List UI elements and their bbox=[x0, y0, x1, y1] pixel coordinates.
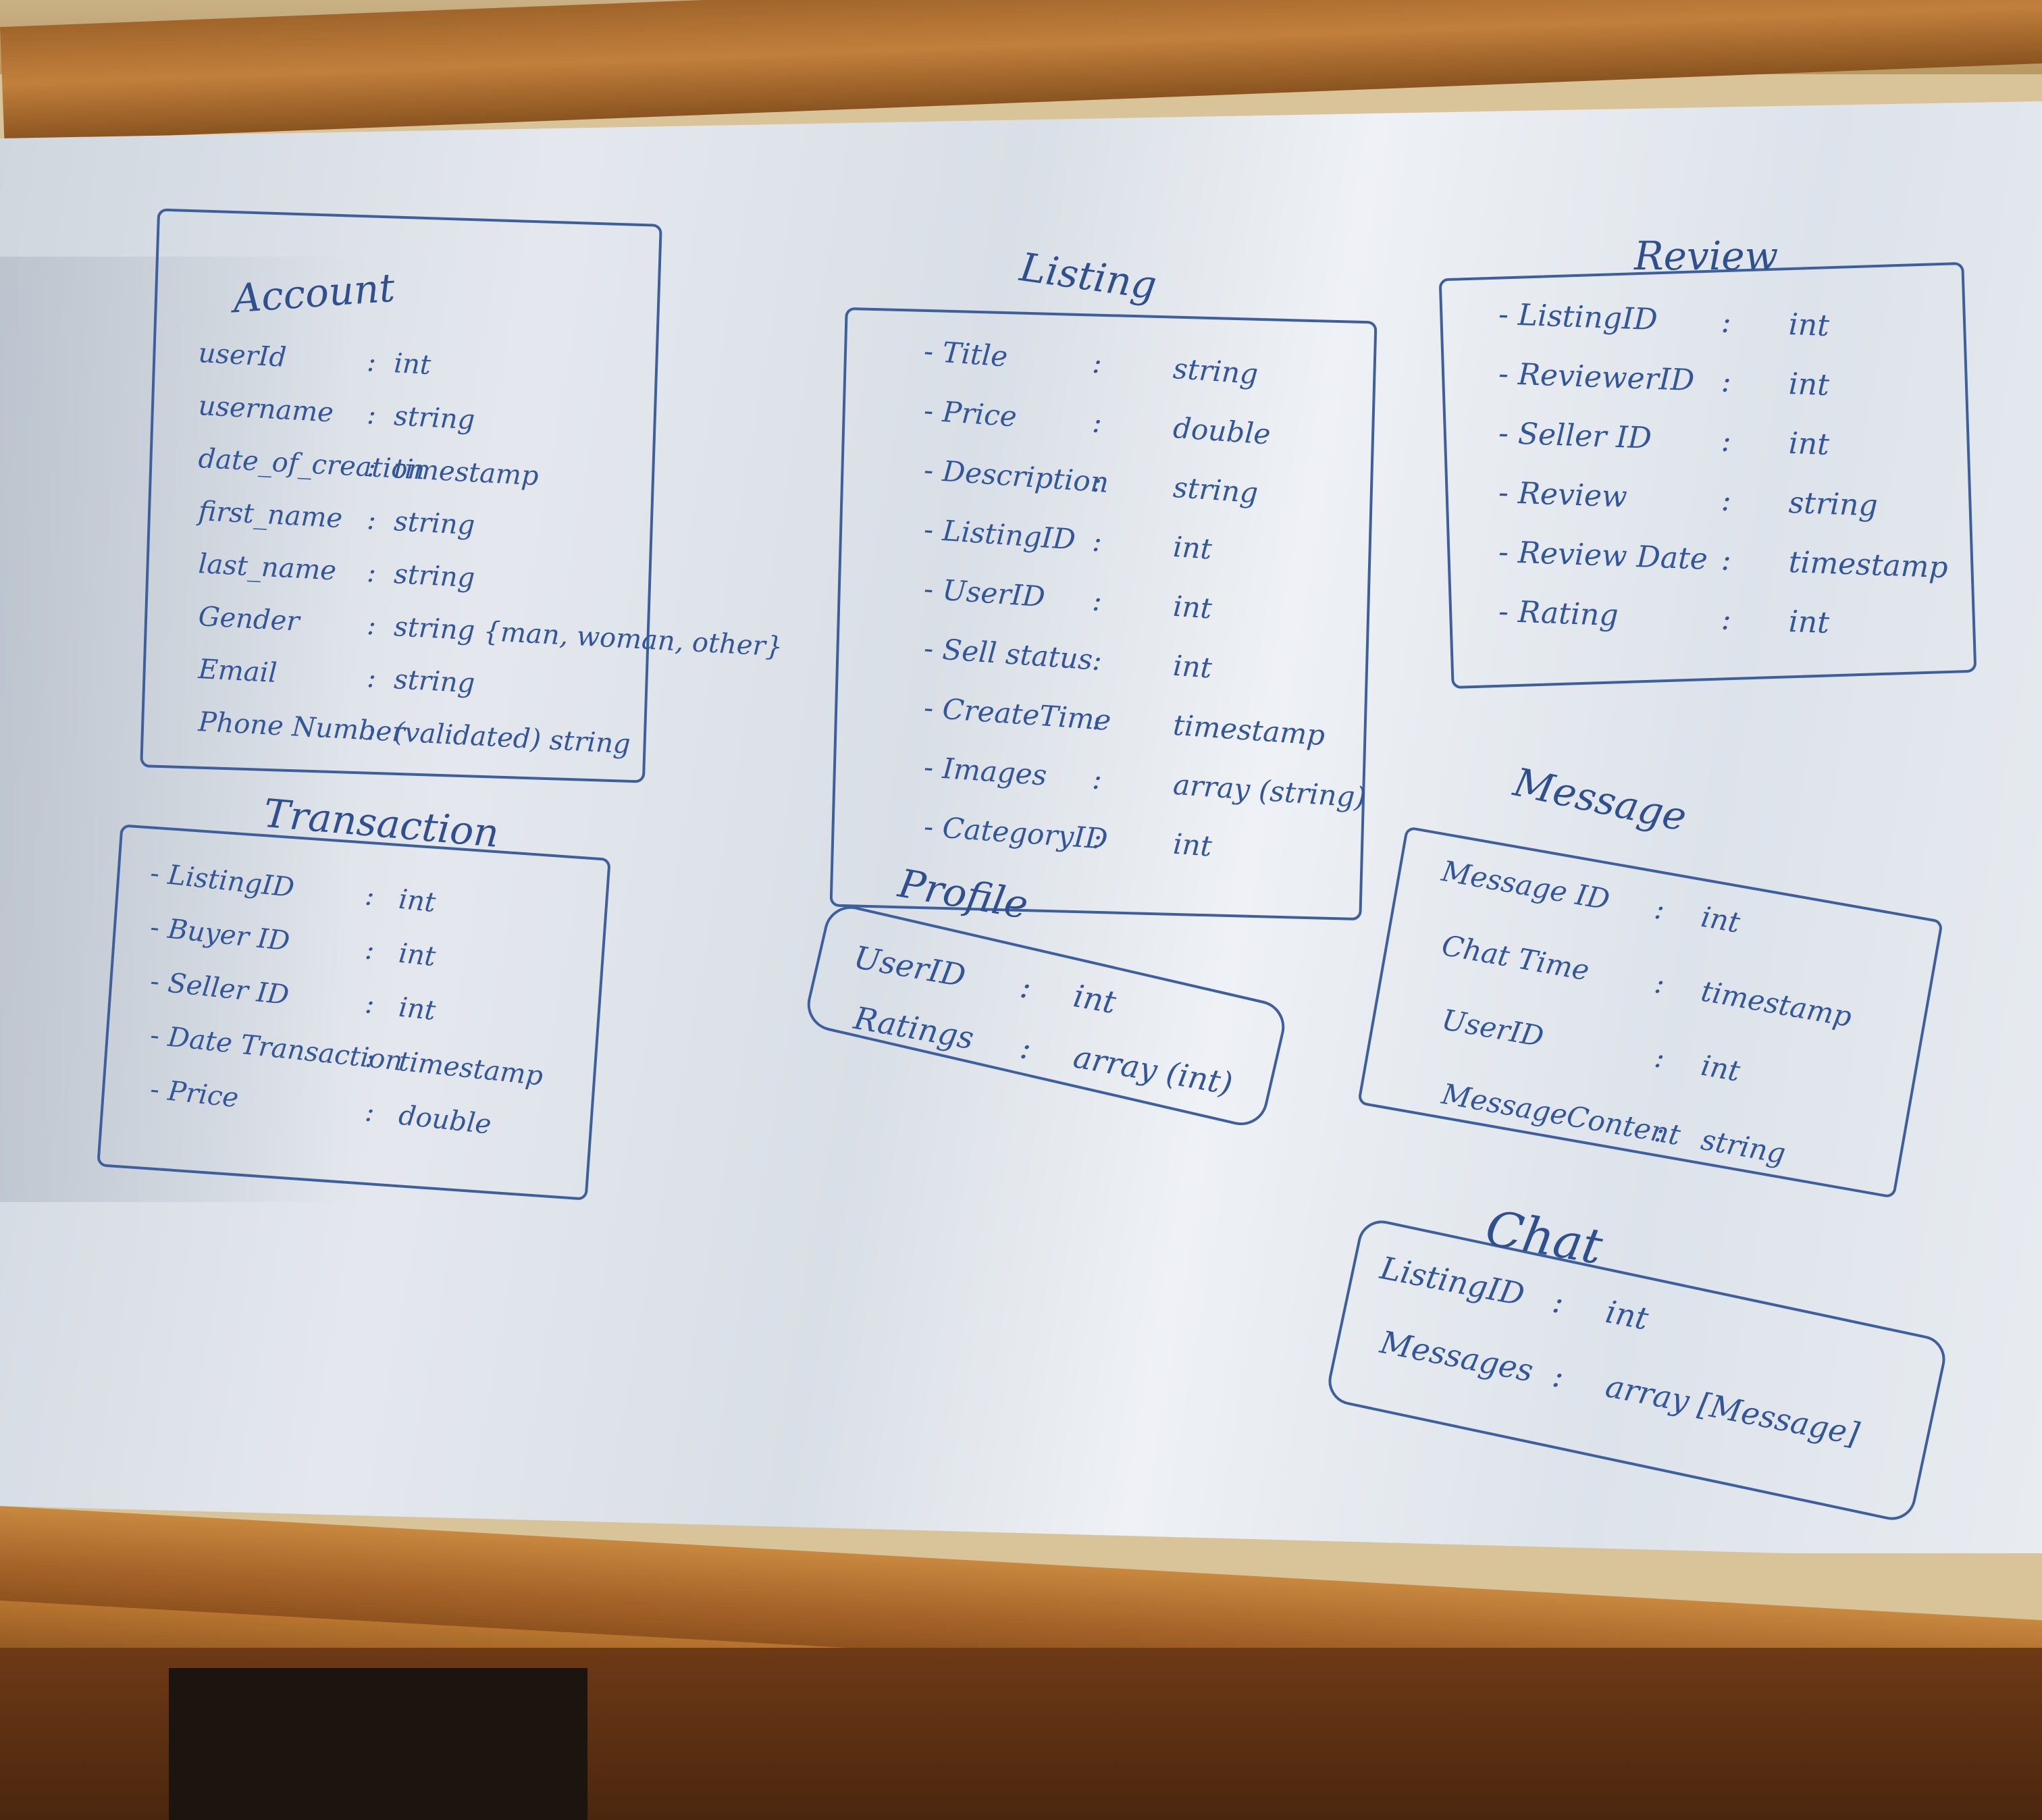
cabinet-opening bbox=[169, 1668, 587, 1820]
field-type: int bbox=[1172, 589, 1213, 625]
field-name: - Rating bbox=[1498, 594, 1619, 633]
field-type: int bbox=[397, 991, 438, 1027]
field-name: - Title bbox=[922, 334, 1009, 373]
field-type: string bbox=[393, 558, 476, 594]
field-type: int bbox=[1602, 1293, 1652, 1337]
entity-title-review: Review bbox=[1634, 233, 1779, 279]
field-type: int bbox=[1787, 426, 1830, 463]
field-type: int bbox=[1787, 307, 1830, 344]
field-separator: : bbox=[366, 504, 377, 536]
field-name: - ReviewerID bbox=[1498, 357, 1696, 398]
field-separator: : bbox=[1721, 423, 1732, 459]
field-name: - Review bbox=[1498, 475, 1628, 515]
field-type: double bbox=[1172, 411, 1272, 451]
field-type: int bbox=[397, 883, 438, 919]
field-separator: : bbox=[366, 557, 377, 589]
field-separator: : bbox=[366, 662, 377, 694]
field-type: int bbox=[1787, 367, 1830, 403]
field-type: string bbox=[393, 400, 476, 436]
field-name: - Seller ID bbox=[1498, 416, 1652, 456]
field-separator: : bbox=[366, 610, 377, 642]
field-type: int bbox=[397, 937, 438, 973]
field-type: int bbox=[1172, 648, 1213, 685]
field-name: - Price bbox=[922, 394, 1018, 434]
field-name: - ListingID bbox=[1498, 297, 1658, 338]
field-type: string bbox=[1172, 470, 1259, 510]
field-separator: : bbox=[1721, 364, 1732, 400]
field-type: string bbox=[1787, 486, 1879, 523]
field-type: string bbox=[1172, 351, 1259, 391]
field-type: int bbox=[393, 348, 432, 381]
entity-account bbox=[140, 208, 662, 783]
field-separator: : bbox=[1721, 483, 1732, 519]
field-name: - Review Date bbox=[1498, 535, 1708, 577]
field-type: timestamp bbox=[1787, 545, 1949, 586]
field-type: string bbox=[393, 664, 476, 700]
field-separator: : bbox=[366, 715, 377, 747]
field-type: int bbox=[1172, 827, 1213, 863]
whiteboard bbox=[0, 101, 2042, 1553]
field-separator: : bbox=[1721, 602, 1732, 638]
field-type: int bbox=[1070, 977, 1119, 1021]
field-type: string bbox=[393, 506, 476, 542]
field-separator: : bbox=[366, 452, 377, 484]
field-separator: : bbox=[366, 399, 377, 431]
field-separator: : bbox=[1721, 305, 1732, 340]
field-separator: : bbox=[366, 346, 377, 378]
field-type: int bbox=[1787, 604, 1830, 641]
field-type: int bbox=[1698, 1048, 1743, 1088]
field-name: userId bbox=[197, 338, 288, 373]
field-name: Email bbox=[197, 654, 278, 690]
field-type: int bbox=[1698, 900, 1743, 939]
field-type: int bbox=[1172, 529, 1213, 566]
field-separator: : bbox=[1721, 542, 1732, 578]
field-name: Gender bbox=[197, 601, 300, 638]
